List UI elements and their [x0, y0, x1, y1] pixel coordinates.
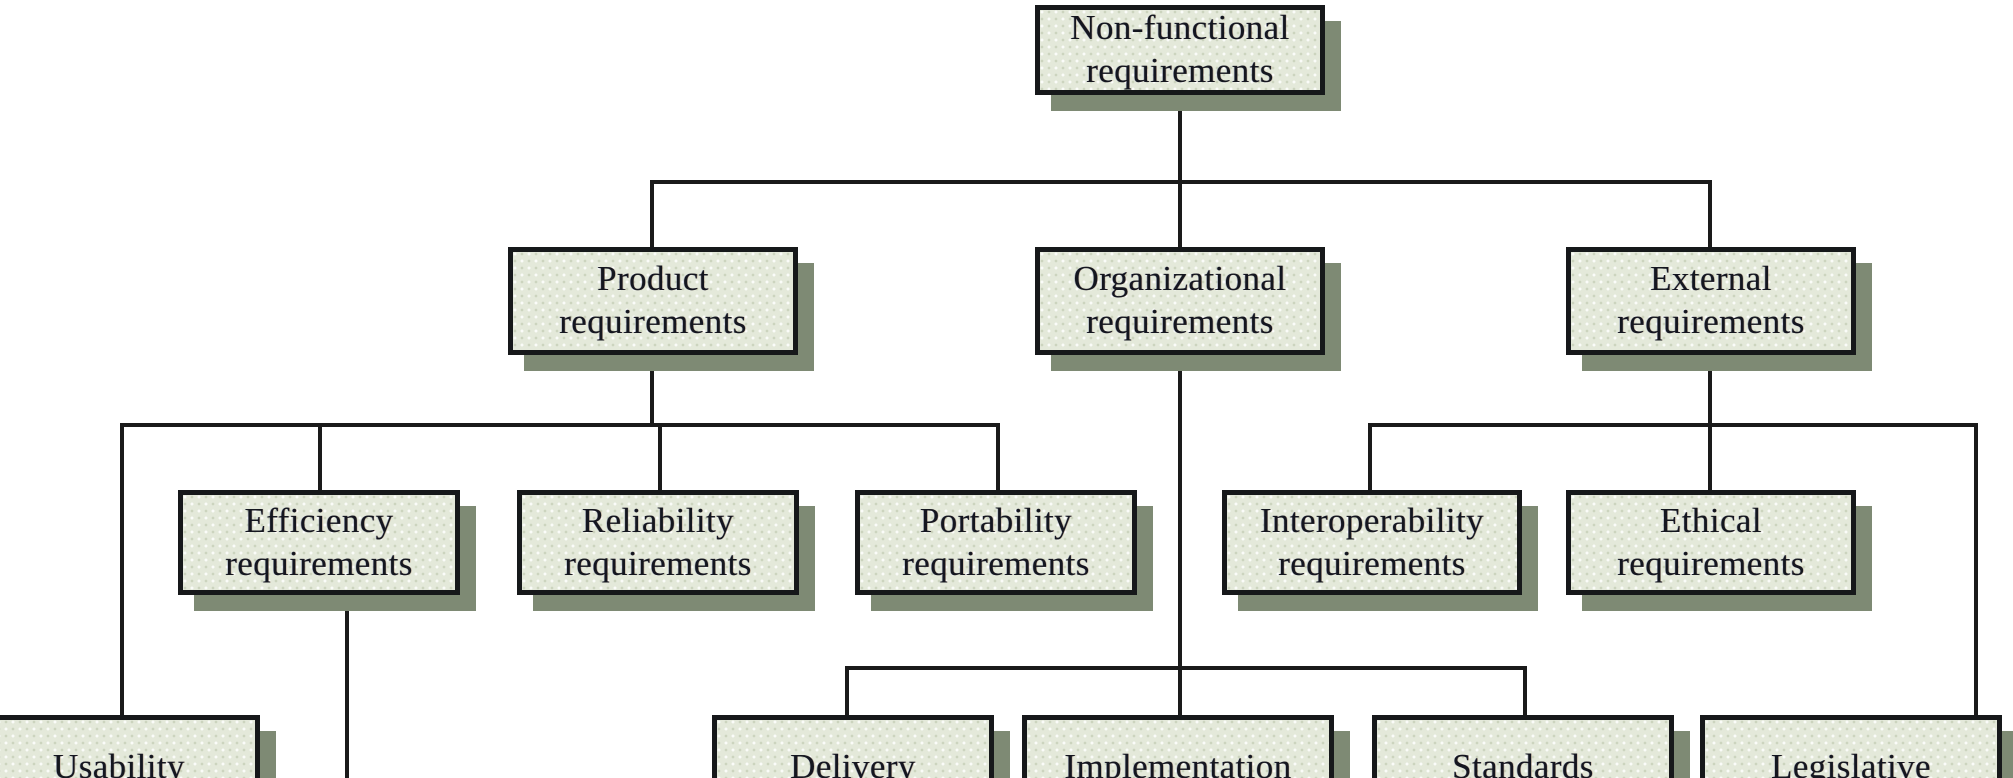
- node-label-line: requirements: [559, 302, 747, 341]
- node-label-line: requirements: [1617, 302, 1805, 341]
- node-face: Implementation: [1022, 715, 1334, 778]
- connector-organizational-bus: [845, 666, 1527, 670]
- node-label-line: requirements: [1086, 51, 1274, 90]
- connector-to-reliability: [658, 423, 662, 493]
- node-delivery[interactable]: Delivery: [712, 715, 1010, 778]
- node-label-line: Delivery: [790, 747, 916, 778]
- node-label-line: Efficiency: [244, 500, 394, 540]
- node-label-line: Interoperability: [1259, 500, 1485, 540]
- connector-to-standards: [1523, 666, 1527, 715]
- connector-to-portability: [996, 423, 1000, 493]
- node-face: Efficiency requirements: [178, 490, 460, 595]
- node-face: Delivery: [712, 715, 994, 778]
- node-reliability-requirements[interactable]: Reliability requirements: [517, 490, 815, 611]
- node-label-line: Product: [597, 259, 709, 299]
- connector-to-organizational: [1178, 180, 1182, 248]
- node-label-line: requirements: [564, 543, 752, 583]
- node-label-line: Ethical: [1660, 500, 1762, 540]
- node-label-line: requirements: [902, 543, 1090, 583]
- node-standards[interactable]: Standards: [1372, 715, 1690, 778]
- node-label-line: Portability: [919, 500, 1073, 540]
- node-label-line: External: [1650, 259, 1772, 299]
- connector-to-interoperability: [1368, 423, 1372, 493]
- node-label-line: requirements: [1278, 543, 1466, 583]
- connector-to-product: [650, 180, 654, 248]
- node-interoperability-requirements[interactable]: Interoperability requirements: [1222, 490, 1538, 611]
- node-face: Interoperability requirements: [1222, 490, 1522, 595]
- node-face: Organizational requirements: [1035, 247, 1325, 355]
- node-face: Reliability requirements: [517, 490, 799, 595]
- node-product-requirements[interactable]: Product requirements: [508, 247, 814, 371]
- connector-efficiency-stem: [345, 595, 349, 778]
- connector-to-ethical: [1708, 423, 1712, 493]
- node-face: Ethical requirements: [1566, 490, 1856, 595]
- connector-root-stem: [1178, 90, 1182, 182]
- node-label-line: Standards: [1452, 747, 1594, 778]
- node-label-line: Usability: [53, 747, 185, 778]
- connector-product-stem: [650, 355, 654, 425]
- node-face: Legislative: [1700, 715, 2002, 778]
- connector-to-legislative: [1974, 423, 1978, 715]
- node-external-requirements[interactable]: External requirements: [1566, 247, 1872, 371]
- node-face: External requirements: [1566, 247, 1856, 355]
- node-face: Standards: [1372, 715, 1674, 778]
- node-organizational-requirements[interactable]: Organizational requirements: [1035, 247, 1341, 371]
- node-legislative[interactable]: Legislative: [1700, 715, 2013, 778]
- node-label-line: requirements: [225, 543, 413, 583]
- node-label-line: requirements: [1617, 543, 1805, 583]
- connector-external-stem: [1708, 355, 1712, 425]
- node-usability[interactable]: Usability: [0, 715, 276, 778]
- connector-to-efficiency: [318, 423, 322, 493]
- node-face: Non-functional requirements: [1035, 5, 1325, 95]
- connector-product-bus: [120, 423, 1000, 427]
- node-label-line: Legislative: [1771, 747, 1931, 778]
- connector-to-external: [1708, 180, 1712, 248]
- node-label-line: Reliability: [581, 500, 735, 540]
- node-face: Product requirements: [508, 247, 798, 355]
- node-face: Portability requirements: [855, 490, 1137, 595]
- node-portability-requirements[interactable]: Portability requirements: [855, 490, 1153, 611]
- connector-organizational-stem: [1178, 355, 1182, 668]
- node-implementation[interactable]: Implementation: [1022, 715, 1350, 778]
- node-label-line: requirements: [1086, 302, 1274, 341]
- node-label-line: Non-functional: [1070, 8, 1290, 48]
- connector-external-bus: [1368, 423, 1978, 427]
- node-label-line: Organizational: [1073, 259, 1287, 299]
- connector-to-usability: [120, 423, 124, 715]
- connector-to-delivery: [845, 666, 849, 715]
- node-ethical-requirements[interactable]: Ethical requirements: [1566, 490, 1872, 611]
- connector-to-implementation: [1178, 666, 1182, 715]
- node-label-line: Implementation: [1064, 747, 1292, 778]
- node-non-functional-requirements[interactable]: Non-functional requirements: [1035, 5, 1341, 111]
- node-face: Usability: [0, 715, 260, 778]
- node-efficiency-requirements[interactable]: Efficiency requirements: [178, 490, 476, 611]
